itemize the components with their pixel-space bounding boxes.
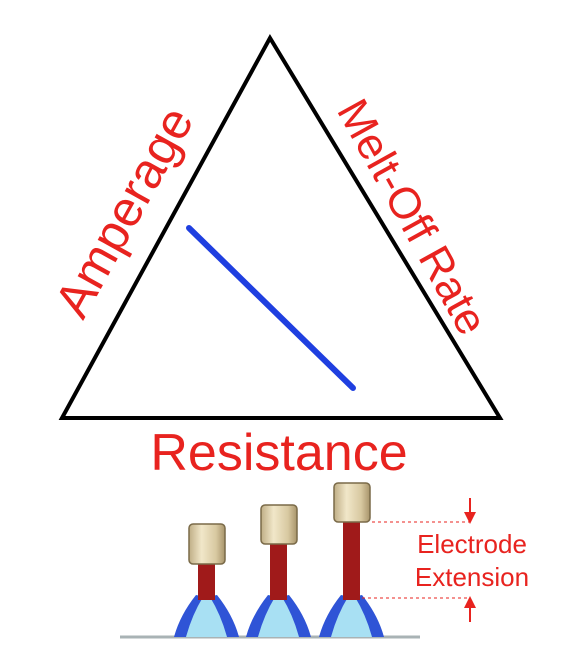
nozzle-long: [333, 482, 371, 523]
arc-right-medium: [282, 595, 311, 637]
nozzle-short: [188, 523, 226, 565]
arc-left-long: [319, 595, 348, 637]
triangle: [58, 33, 504, 420]
arc-left-short: [174, 595, 203, 637]
label-resistance: Resistance: [150, 424, 407, 482]
nozzle-medium: [260, 504, 298, 545]
arc-right-long: [355, 595, 384, 637]
extension-dimension: [362, 498, 476, 622]
label-melt-off-rate: Melt-Off Rate: [327, 91, 496, 343]
label-amperage: Amperage: [44, 98, 205, 327]
wire-medium: [270, 544, 287, 600]
label-extension: Extension: [415, 562, 529, 592]
wire-long: [343, 522, 360, 600]
label-electrode: Electrode: [417, 529, 527, 559]
wire-short: [198, 564, 215, 600]
arc-left-medium: [246, 595, 275, 637]
indicator-line: [186, 225, 356, 391]
electrode-short: [174, 523, 239, 637]
electrode-medium: [246, 504, 311, 637]
electrode-long: [319, 482, 384, 637]
arc-right-short: [210, 595, 239, 637]
